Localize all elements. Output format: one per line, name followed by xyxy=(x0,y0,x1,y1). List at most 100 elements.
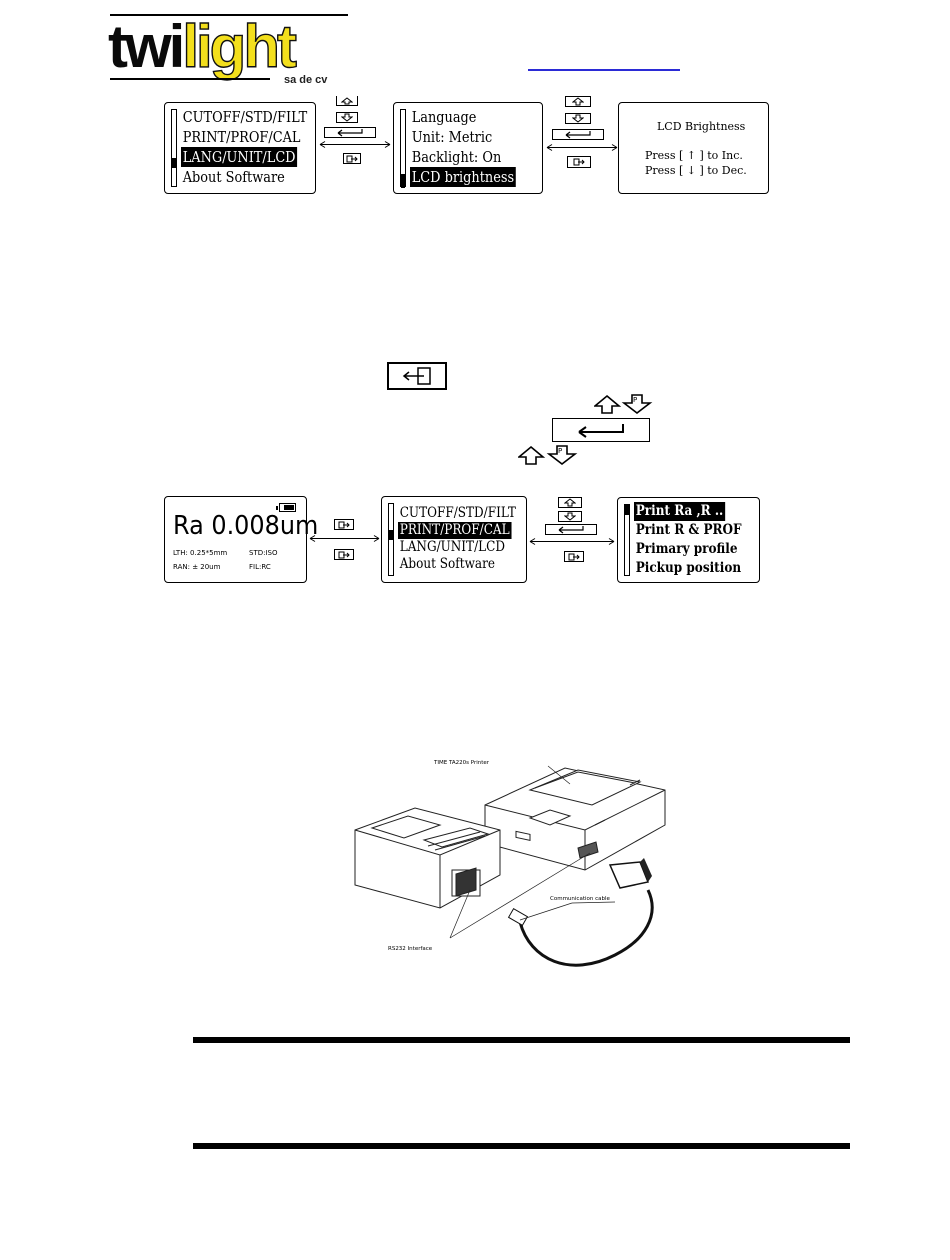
ran-readout: RAN: ± 20um xyxy=(173,563,221,571)
exit-key[interactable] xyxy=(567,156,591,168)
std-readout: STD:ISO xyxy=(249,549,278,557)
printer-connection-figure: TIME TA220s Printer Communication cable … xyxy=(354,760,666,967)
p-label: P xyxy=(558,447,563,455)
enter-key[interactable] xyxy=(324,127,376,138)
down-key[interactable] xyxy=(336,112,358,123)
enter-arrow-icon xyxy=(565,131,591,139)
down-arrow-icon xyxy=(341,113,353,122)
printer-illustration xyxy=(484,767,666,871)
exit-key-large[interactable] xyxy=(387,362,447,390)
section-rule-top xyxy=(193,1037,850,1043)
brightness-title: LCD Brightness xyxy=(657,120,746,133)
battery-icon xyxy=(276,503,296,512)
menu-item: PRINT/PROF/CAL xyxy=(182,128,301,146)
communication-cable xyxy=(518,889,654,967)
up-down-arrows-icon xyxy=(592,394,653,415)
menu-item-selected: PRINT/PROF/CAL xyxy=(398,522,512,539)
menu-list: CUTOFF/STD/FILT PRINT/PROF/CAL LANG/UNIT… xyxy=(181,107,311,187)
logo-top-line xyxy=(110,14,348,16)
up-down-key-pair[interactable]: P xyxy=(516,445,580,466)
menu-item-selected: LCD brightness xyxy=(410,167,516,187)
fil-readout: FIL:RC xyxy=(249,563,271,571)
menu-item: Unit: Metric xyxy=(411,128,493,146)
up-key[interactable] xyxy=(558,497,582,508)
exit-icon xyxy=(568,553,580,560)
exit-icon xyxy=(573,158,585,166)
exit-key[interactable] xyxy=(564,551,584,562)
exit-key[interactable] xyxy=(334,549,354,560)
enter-key[interactable] xyxy=(552,129,604,140)
up-arrow-icon xyxy=(341,96,353,104)
logo-word: twilight xyxy=(108,13,298,80)
exit-icon xyxy=(338,521,350,528)
callout-lines xyxy=(449,765,616,939)
p-label: P xyxy=(633,396,638,404)
measurement-value: Ra 0.008um xyxy=(173,511,319,541)
printer-label: TIME TA220s Printer xyxy=(433,760,490,766)
enter-key-large[interactable] xyxy=(552,418,650,442)
lcd-sub-menu-lang-unit-lcd: Language Unit: Metric Backlight: On LCD … xyxy=(393,102,543,194)
lcd-scrollbar xyxy=(388,503,394,576)
up-down-arrows-icon xyxy=(516,445,578,466)
menu-item: About Software xyxy=(182,168,285,186)
lcd-brightness-screen: LCD Brightness Press [ ↑ ] to Inc. Press… xyxy=(618,102,769,194)
up-down-key-pair[interactable]: P xyxy=(592,394,654,415)
exit-key[interactable] xyxy=(334,519,354,530)
menu-item: LANG/UNIT/LCD xyxy=(399,539,506,555)
menu-item: Pickup position xyxy=(635,560,742,576)
up-arrow-icon xyxy=(572,97,584,106)
menu-item: Primary profile xyxy=(635,541,738,557)
down-key[interactable] xyxy=(558,511,582,522)
company-logo: twilight sa de cv xyxy=(108,13,348,86)
bidirectional-arrow xyxy=(308,534,381,543)
enter-key[interactable] xyxy=(545,524,597,535)
up-arrow-icon xyxy=(564,498,576,507)
menu-list: Language Unit: Metric Backlight: On LCD … xyxy=(410,107,538,187)
lth-readout: LTH: 0.25*5mm xyxy=(173,549,228,557)
bidirectional-arrow xyxy=(545,143,619,152)
logo-subtitle: sa de cv xyxy=(284,74,328,86)
gauge-device-illustration xyxy=(354,807,501,909)
exit-icon xyxy=(402,367,431,385)
enter-arrow-icon xyxy=(558,526,584,534)
enter-arrow-icon xyxy=(578,424,624,438)
rj-plug-icon xyxy=(507,907,529,927)
cable-label: Communication cable xyxy=(550,896,611,902)
menu-item: CUTOFF/STD/FILT xyxy=(399,505,516,521)
menu-item: CUTOFF/STD/FILT xyxy=(182,108,308,126)
up-key[interactable] xyxy=(336,96,358,106)
exit-icon xyxy=(338,551,350,558)
logo-word-dark: twi xyxy=(108,13,185,80)
menu-list: CUTOFF/STD/FILT PRINT/PROF/CAL LANG/UNIT… xyxy=(398,505,522,573)
menu-item: Backlight: On xyxy=(411,148,502,166)
lcd-main-menu-2: CUTOFF/STD/FILT PRINT/PROF/CAL LANG/UNIT… xyxy=(381,496,527,583)
down-arrow-icon xyxy=(572,114,584,123)
bidirectional-arrow xyxy=(318,140,392,149)
exit-icon xyxy=(346,155,358,162)
lcd-measurement-screen: Ra 0.008um LTH: 0.25*5mm STD:ISO RAN: ± … xyxy=(164,496,318,583)
down-key[interactable] xyxy=(565,113,591,124)
header-link-underline[interactable] xyxy=(528,69,680,71)
lcd-scrollbar xyxy=(400,109,406,188)
down-arrow-icon xyxy=(564,512,576,521)
bidirectional-arrow xyxy=(528,537,616,546)
interface-label: RS232 Interface xyxy=(388,946,433,952)
brightness-dec-instruction: Press [ ↓ ] to Dec. xyxy=(645,164,747,177)
logo-word-yellow: light xyxy=(182,13,298,80)
menu-item: Print R & PROF xyxy=(635,522,742,538)
exit-key[interactable] xyxy=(343,153,361,164)
up-key[interactable] xyxy=(565,96,591,107)
lcd-scrollbar xyxy=(624,504,630,576)
brightness-inc-instruction: Press [ ↑ ] to Inc. xyxy=(645,149,743,162)
menu-item: Language xyxy=(411,108,477,126)
logo-bottom-line xyxy=(110,78,270,80)
enter-arrow-icon xyxy=(337,129,363,137)
lcd-main-menu-1: CUTOFF/STD/FILT PRINT/PROF/CAL LANG/UNIT… xyxy=(164,102,316,194)
menu-item-selected: LANG/UNIT/LCD xyxy=(181,147,298,167)
menu-item-selected: Print Ra ,R .. xyxy=(634,502,725,521)
menu-item: About Software xyxy=(399,556,495,572)
lcd-print-menu: Print Ra ,R .. Print R & PROF Primary pr… xyxy=(617,497,760,583)
lcd-scrollbar xyxy=(171,109,177,187)
section-rule-bottom xyxy=(193,1143,850,1149)
menu-list: Print Ra ,R .. Print R & PROF Primary pr… xyxy=(634,502,755,578)
